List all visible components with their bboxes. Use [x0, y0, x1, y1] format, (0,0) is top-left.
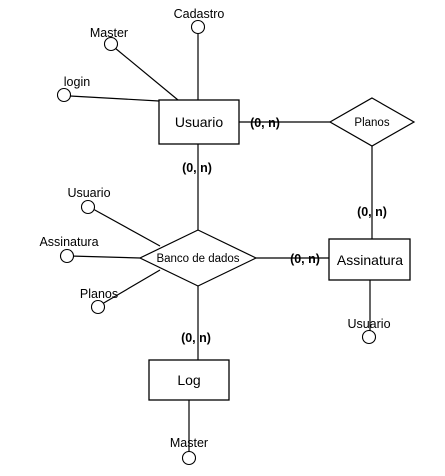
relationship-planos-diamond — [328, 97, 416, 147]
attribute-assinatura-left-label: Assinatura — [39, 235, 98, 249]
attribute-usuario-bottom-label: Usuario — [347, 317, 390, 331]
attribute-usuario-left-label: Usuario — [67, 186, 110, 200]
attribute-cadastro-label: Cadastro — [174, 7, 225, 21]
relationship-banco-diamond — [138, 229, 258, 287]
entity-usuario-box — [158, 99, 240, 145]
entity-log-label: Log — [177, 372, 200, 388]
connector-banco-planos-attr — [101, 269, 161, 305]
connector-banco-usuario-attr — [92, 208, 161, 247]
cardinality-usuario-planos: (0, n) — [250, 116, 280, 130]
attribute-master-bottom-marker — [181, 450, 197, 466]
entity-assinatura-label: Assinatura — [337, 252, 403, 268]
relationship-banco-label: Banco de dados — [156, 253, 239, 265]
connector-usuario-master — [114, 47, 179, 101]
cardinality-usuario-banco: (0, n) — [182, 161, 212, 175]
attribute-planos-left-label: Planos — [80, 287, 118, 301]
entity-assinatura-box — [328, 238, 411, 281]
connector-usuario-login — [69, 95, 160, 102]
attribute-usuario-left-marker — [80, 199, 96, 215]
attribute-cadastro-marker — [190, 19, 206, 35]
entity-usuario-label: Usuario — [175, 114, 223, 130]
attribute-usuario-bottom-marker — [361, 329, 377, 345]
connectors — [69, 32, 373, 453]
attribute-master-top-label: Master — [90, 26, 128, 40]
cardinality-planos-assinatura: (0, n) — [357, 205, 387, 219]
cardinality-banco-log: (0, n) — [181, 331, 211, 345]
attribute-master-bottom-label: Master — [170, 436, 208, 450]
relationship-planos-label: Planos — [354, 117, 389, 129]
attribute-assinatura-left-marker — [59, 248, 75, 264]
entity-log-box — [148, 359, 230, 401]
attribute-login-label: login — [64, 75, 90, 89]
attribute-login-marker — [56, 87, 72, 103]
attribute-planos-left-marker — [90, 299, 106, 315]
connector-banco-assinatura-attr — [69, 255, 141, 259]
attribute-master-top-marker — [103, 36, 119, 52]
cardinality-banco-assinatura: (0, n) — [290, 252, 320, 266]
